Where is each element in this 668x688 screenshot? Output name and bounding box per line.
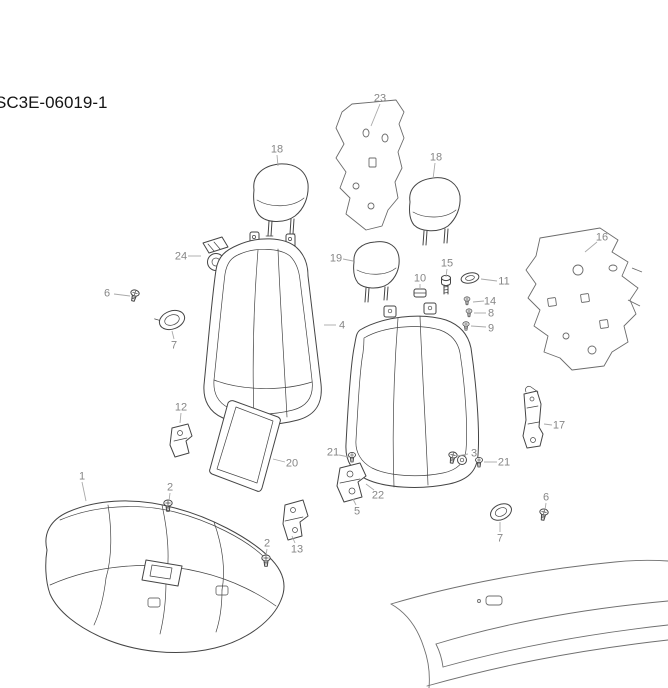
cap-7-left (154, 309, 186, 331)
leader-line (432, 162, 436, 180)
headrest-18-left (253, 163, 309, 237)
screw-14 (463, 296, 471, 306)
callout-label-18: 18 (430, 152, 442, 164)
leader-line (365, 483, 375, 491)
callout-label-7: 7 (497, 533, 503, 545)
callout-label-17: 17 (553, 420, 565, 432)
callout-label-11: 11 (498, 276, 509, 288)
callout-label-24: 24 (175, 251, 187, 263)
callout-label-18: 18 (271, 144, 283, 156)
leader-line (171, 330, 175, 340)
clip-10 (413, 288, 427, 298)
headrest-19 (353, 241, 400, 303)
callout-label-8: 8 (488, 308, 494, 320)
diagram-code: SC3E-06019-1 (0, 93, 108, 112)
callout-label-3: 3 (471, 448, 477, 460)
screw-6-right (537, 507, 550, 522)
leader-line (342, 258, 354, 262)
callout-label-6: 6 (543, 492, 549, 504)
leader-line (113, 293, 131, 297)
hinge-bracket-22 (336, 462, 367, 503)
callout-label-20: 20 (286, 458, 298, 470)
callout-label-2: 2 (264, 538, 270, 550)
callout-label-19: 19 (330, 253, 342, 265)
callout-label-13: 13 (291, 544, 303, 556)
callout-label-10: 10 (414, 273, 426, 285)
screw-8 (465, 308, 473, 318)
cap-7-right (490, 503, 512, 521)
headrest-18-right (409, 177, 461, 246)
callout-label-15: 15 (441, 258, 453, 270)
callout-label-23: 23 (374, 93, 386, 105)
leader-line (272, 458, 286, 463)
callout-label-21: 21 (327, 447, 339, 459)
leader-line (265, 548, 268, 556)
leader-line (291, 535, 296, 544)
leader-line (456, 453, 469, 457)
bracket-12 (169, 423, 193, 458)
leader-line (168, 492, 171, 502)
leader-line (370, 103, 381, 127)
bolt-15 (441, 274, 451, 295)
leader-line (338, 454, 350, 458)
leader-line (276, 154, 279, 167)
seat-cushion-1 (45, 500, 285, 654)
car-body-outline (390, 559, 668, 688)
callout-label-14: 14 (484, 296, 496, 308)
leader-line (81, 481, 87, 502)
leader-line (472, 300, 485, 303)
leader-line (544, 502, 547, 511)
callout-label-7: 7 (171, 340, 177, 352)
callout-label-9: 9 (488, 323, 494, 335)
leader-line (352, 498, 357, 506)
latch-striker-17 (522, 386, 544, 449)
leader-line (470, 325, 487, 328)
callout-label-2: 2 (167, 482, 173, 494)
leader-line (480, 278, 498, 282)
callout-label-16: 16 (596, 232, 608, 244)
back-panel-23 (335, 99, 405, 231)
bracket-13 (282, 499, 309, 541)
leader-line (179, 412, 182, 424)
callout-label-22: 22 (372, 490, 384, 502)
callout-label-4: 4 (339, 320, 345, 332)
callout-label-12: 12 (175, 402, 187, 414)
leader-line (445, 268, 448, 278)
back-panel-16 (525, 227, 643, 371)
seatback-frame-5 (345, 302, 480, 488)
callout-label-1: 1 (79, 471, 85, 483)
screw-6-left (128, 288, 141, 303)
callout-label-5: 5 (354, 506, 360, 518)
grommet-11 (460, 272, 480, 284)
screw-9 (462, 321, 470, 331)
armrest-panel-20 (209, 400, 281, 492)
callout-label-6: 6 (104, 288, 110, 300)
callout-label-21: 21 (498, 457, 510, 469)
leader-line (584, 241, 598, 253)
leader-line (543, 423, 553, 426)
seatback-frame-4 (203, 231, 322, 426)
